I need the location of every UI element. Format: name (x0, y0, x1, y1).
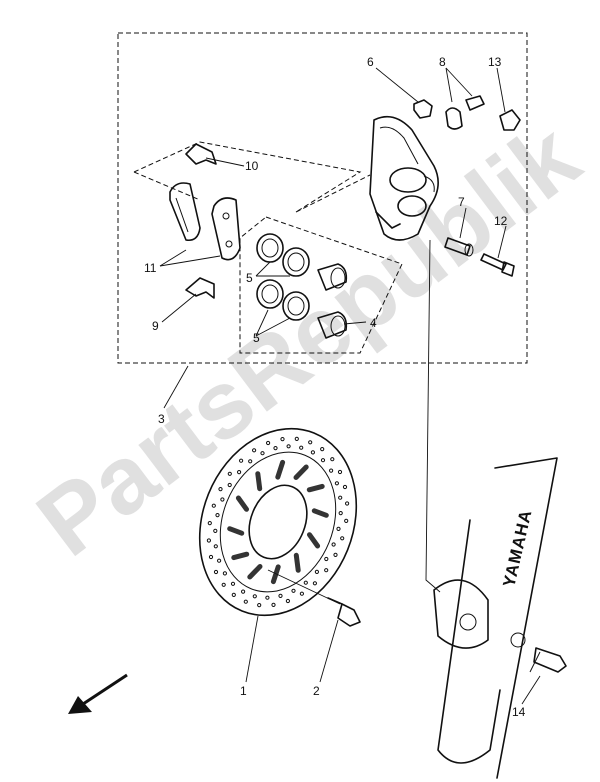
seal-kit-box (239, 216, 403, 354)
callout-numbers: 1 2 3 4 5 5 6 7 8 9 10 11 12 13 14 (144, 55, 526, 719)
callout-6: 6 (367, 55, 374, 69)
disc-bolt (327, 597, 361, 627)
front-fork: YAMAHA (433, 457, 558, 779)
callout-5a: 5 (246, 271, 253, 285)
callout-12: 12 (494, 214, 508, 228)
brake-disc (198, 427, 358, 617)
bolt-14 (529, 647, 567, 673)
brake-pads (169, 182, 241, 261)
piston-seals (256, 233, 310, 321)
bolt-12 (480, 253, 515, 277)
fork-brand-text: YAMAHA (499, 508, 535, 589)
callout-2: 2 (313, 684, 320, 698)
callout-leaders (159, 67, 541, 705)
callout-11: 11 (144, 261, 157, 275)
caliper-mount-line (425, 239, 441, 593)
callout-3: 3 (158, 412, 165, 426)
front-direction-arrow-icon (68, 673, 128, 714)
callout-14: 14 (512, 705, 526, 719)
pin-7 (444, 237, 474, 257)
bleed-valve (445, 95, 485, 130)
pistons (317, 263, 348, 339)
callout-13: 13 (488, 55, 502, 69)
callout-1: 1 (240, 684, 247, 698)
callout-8: 8 (439, 55, 446, 69)
caliper-assembly-box (117, 32, 528, 364)
callout-5b: 5 (253, 331, 260, 345)
cap-6 (413, 99, 433, 119)
pad-spring-10 (185, 143, 217, 165)
pad-group-outline (133, 141, 362, 213)
callout-7: 7 (458, 195, 465, 209)
caliper-body (369, 115, 439, 241)
cap-13 (499, 109, 521, 131)
callout-4: 4 (370, 316, 377, 330)
watermark: PartsRepublik (18, 102, 598, 576)
callout-9: 9 (152, 319, 159, 333)
pad-clip-9 (185, 277, 215, 299)
callout-10: 10 (245, 159, 259, 173)
